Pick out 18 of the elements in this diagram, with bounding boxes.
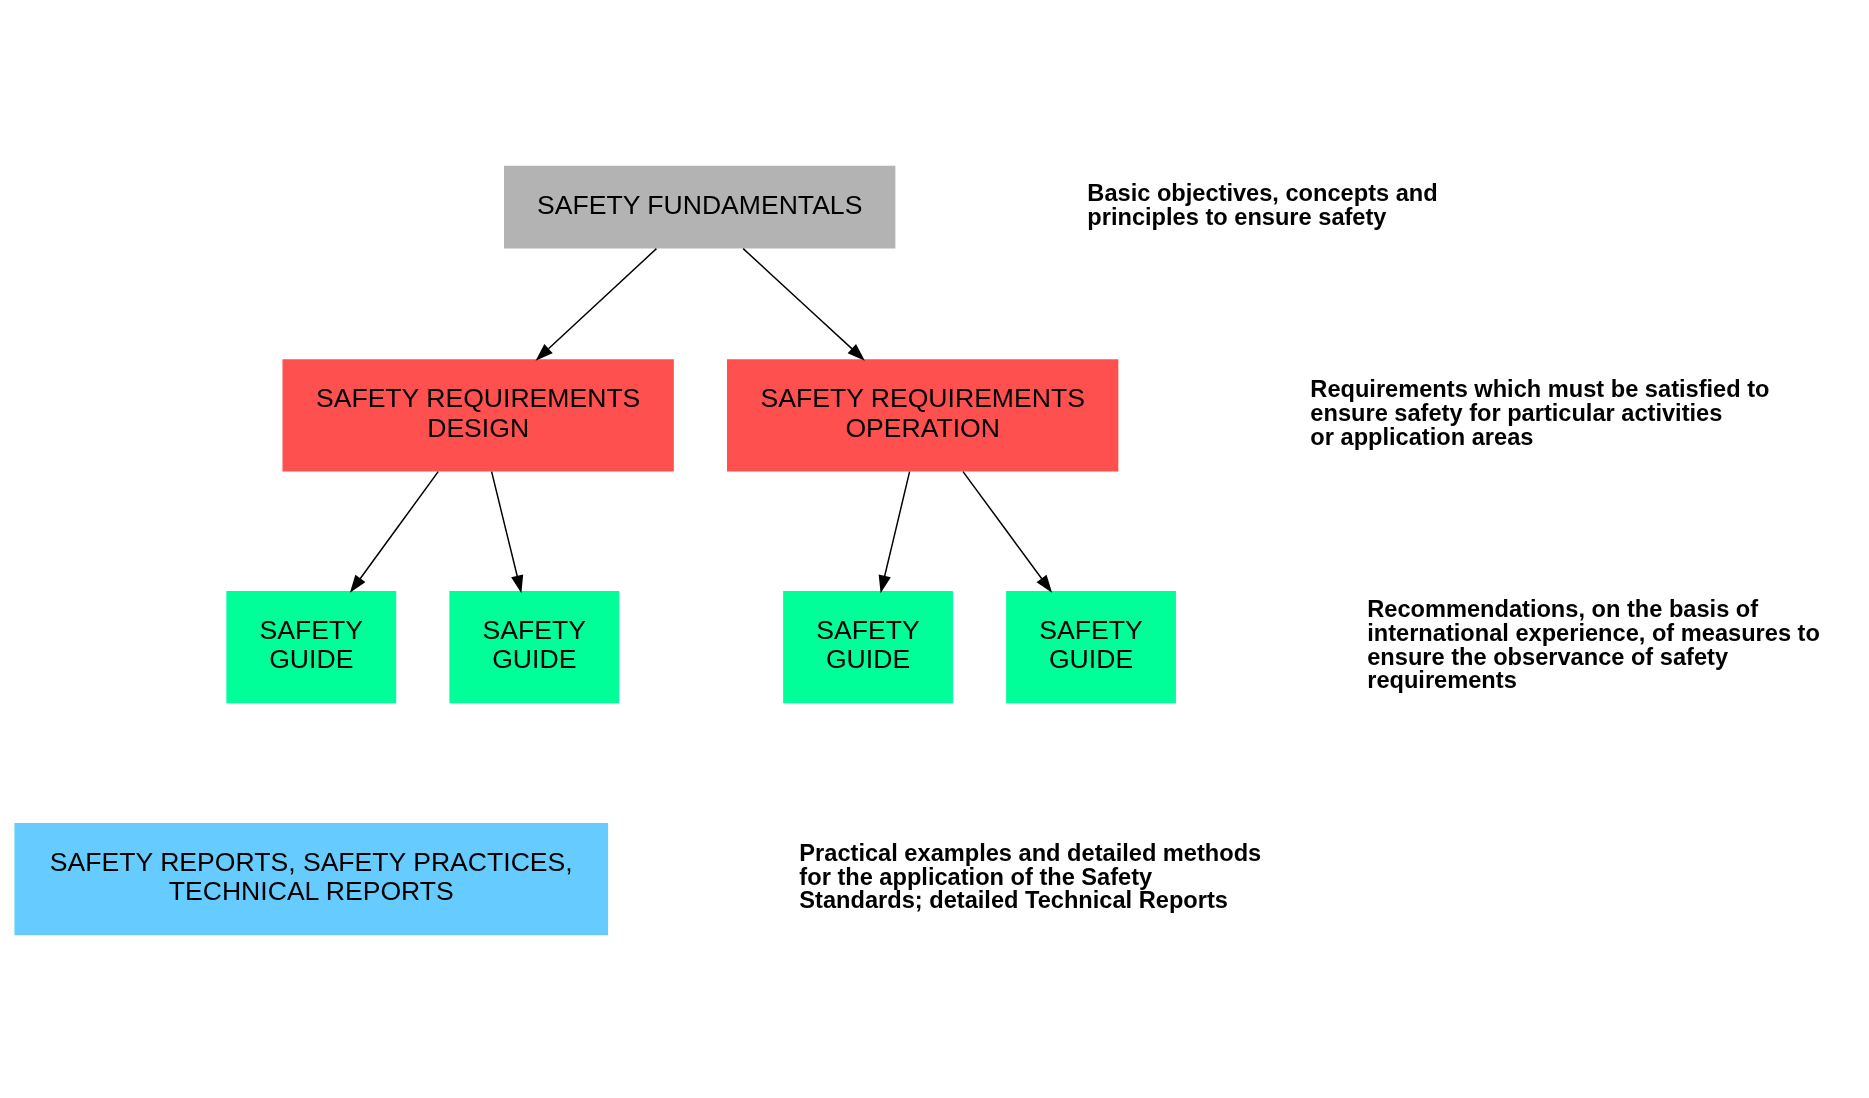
node-box: SAFETY GUIDE — [449, 591, 620, 704]
node-box: SAFETY GUIDE — [226, 591, 397, 704]
arrow — [962, 470, 1053, 593]
arrow — [535, 247, 658, 361]
label: Recommendations, on the basis of international experience, of measures to ensure the observance of safety requirements — [1367, 596, 1820, 694]
label: Basic objectives, concepts and principles to ensure safety — [1087, 179, 1438, 230]
node-box: SAFETY FUNDAMENTALS — [504, 165, 896, 249]
node-box: SAFETY REQUIREMENTS OPERATION — [727, 359, 1119, 472]
node-box: SAFETY GUIDE — [1006, 591, 1176, 704]
arrow — [742, 247, 865, 361]
arrow — [490, 470, 524, 594]
label: Practical examples and detailed methods for the application of the Safety Standards; detailed Technical Reports — [799, 840, 1262, 914]
arrow — [878, 470, 911, 594]
node-box: SAFETY GUIDE — [783, 591, 953, 704]
node-box: SAFETY REQUIREMENTS DESIGN — [282, 359, 674, 472]
node-box: SAFETY REPORTS, SAFETY PRACTICES, TECHNICAL REPORTS — [14, 822, 609, 936]
label: Requirements which must be satisfied to ensure safety for particular activities or application areas — [1310, 376, 1770, 450]
arrow — [349, 470, 439, 593]
